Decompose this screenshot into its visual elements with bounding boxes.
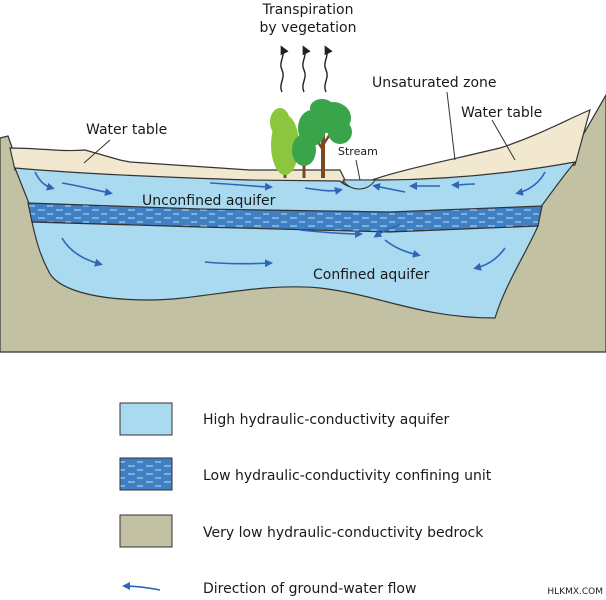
legend-swatch-bedrock <box>119 514 173 548</box>
label-transpiration-2: by vegetation <box>260 20 357 36</box>
label-unconfined-aquifer: Unconfined aquifer <box>142 193 276 209</box>
unsaturated-zone <box>9 108 591 183</box>
legend-item-aquifer: High hydraulic-conductivity aquifer <box>119 402 450 436</box>
label-unsaturated-zone: Unsaturated zone <box>372 75 497 91</box>
legend-swatch-aquifer <box>119 402 173 436</box>
confined-aquifer <box>31 221 539 319</box>
legend: High hydraulic-conductivity aquifer Low … <box>119 402 492 597</box>
watermark: HLKMX.COM <box>547 587 603 597</box>
flow-arrow <box>515 171 546 196</box>
legend-swatch-confining <box>119 457 173 491</box>
flow-arrow <box>384 239 421 258</box>
vegetation <box>270 99 352 178</box>
label-confined-aquifer: Confined aquifer <box>313 267 430 283</box>
flow-arrow <box>204 259 273 268</box>
legend-label: Very low hydraulic-conductivity bedrock <box>203 525 484 541</box>
flow-arrow <box>299 229 363 238</box>
label-water-table-right: Water table <box>461 105 542 121</box>
flow-arrow <box>373 224 401 238</box>
flow-arrow <box>304 187 343 195</box>
legend-item-confining: Low hydraulic-conductivity confining uni… <box>119 457 492 491</box>
legend-item-bedrock: Very low hydraulic-conductivity bedrock <box>119 514 484 548</box>
label-transpiration-1: Transpiration <box>262 2 354 18</box>
stream <box>342 179 376 190</box>
leader-lines <box>83 91 516 181</box>
flow-arrow <box>61 182 113 196</box>
flow-arrow <box>372 183 406 193</box>
flow-arrow <box>209 182 273 191</box>
label-stream: Stream <box>338 145 378 158</box>
flow-arrows <box>34 171 546 271</box>
flow-arrow <box>451 180 476 189</box>
flow-arrow <box>34 171 55 191</box>
flow-arrow <box>473 247 506 271</box>
legend-label: Low hydraulic-conductivity confining uni… <box>203 468 492 484</box>
legend-flow-arrow-icon <box>122 582 161 591</box>
legend-item-flow: Direction of ground-water flow <box>122 581 416 597</box>
legend-label: Direction of ground-water flow <box>203 581 416 597</box>
transpiration-arrows <box>280 45 333 93</box>
label-water-table-left: Water table <box>86 122 167 138</box>
legend-label: High hydraulic-conductivity aquifer <box>203 412 450 428</box>
flow-arrow <box>61 237 103 267</box>
